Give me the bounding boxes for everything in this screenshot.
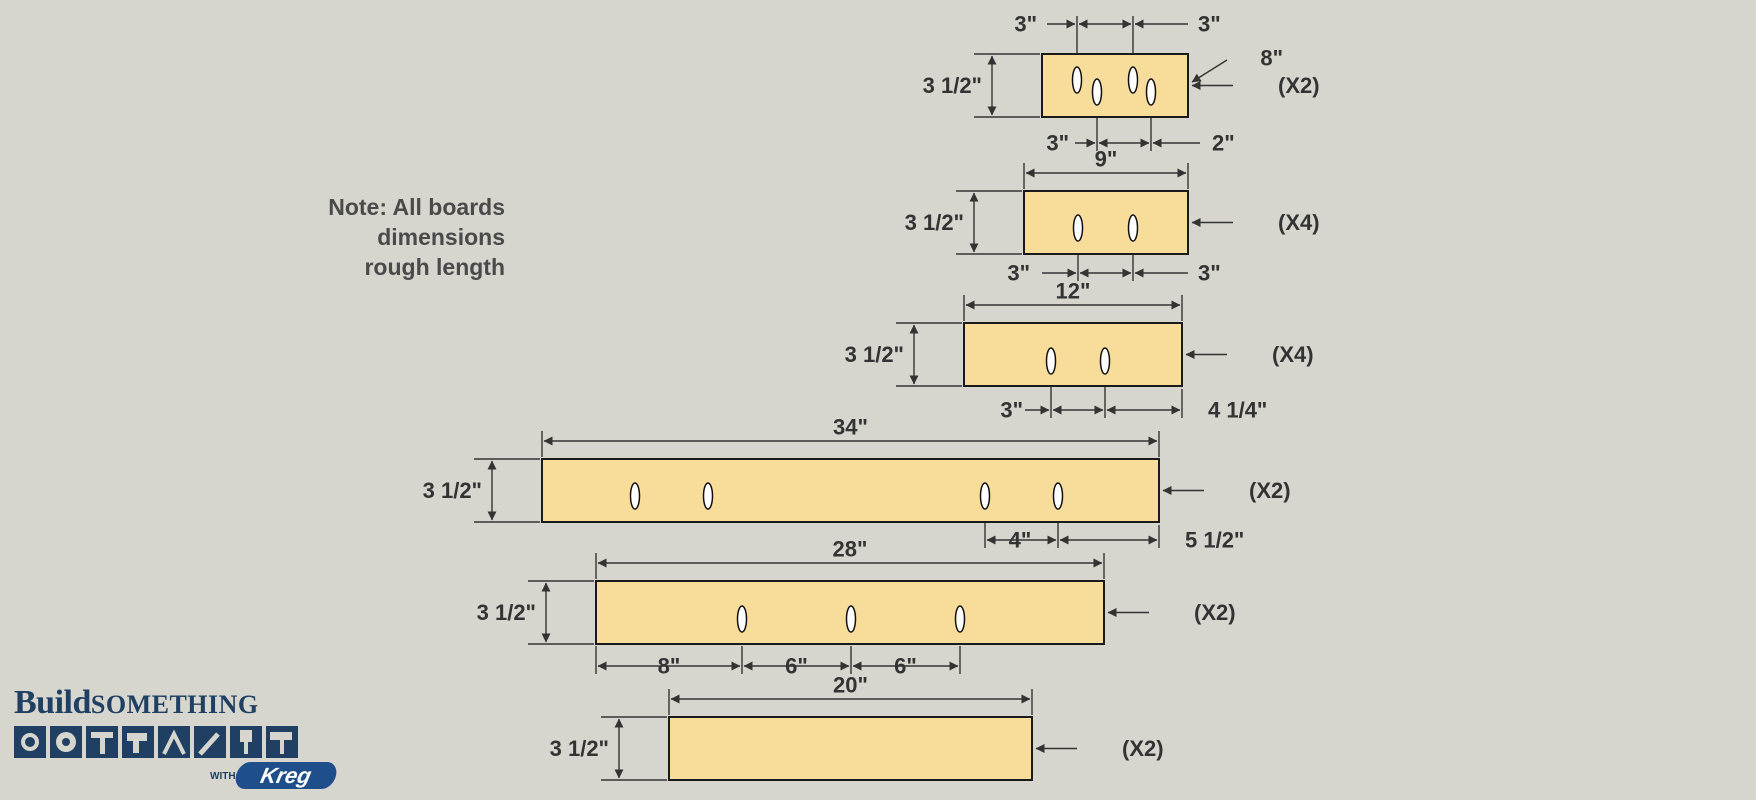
paint-roller-icon (266, 726, 298, 758)
spacing-label: 6" (894, 654, 917, 679)
spacing-label: 3" (1198, 12, 1221, 37)
length-pointer-arrow (1191, 59, 1228, 83)
pocket-hole (1045, 347, 1057, 375)
logo-tool-icons (14, 726, 298, 758)
pocket-hole (1145, 78, 1157, 106)
pocket-hole (1091, 78, 1103, 106)
camera-icon (14, 726, 46, 758)
logo-title: BuildSOMETHING (14, 684, 259, 722)
quantity-label: (X2) (1278, 73, 1320, 98)
height-label: 3 1/2" (550, 736, 609, 761)
height-label: 3 1/2" (923, 73, 982, 98)
logo-build-text: Build (14, 684, 91, 721)
note-line-3: rough length (364, 254, 505, 280)
pocket-hole (954, 605, 966, 633)
spacing-label: 5 1/2" (1185, 528, 1244, 553)
width-label: 12" (1056, 279, 1091, 304)
board-8in-rect (1041, 53, 1189, 118)
pocket-hole (1127, 66, 1139, 94)
spacing-label: 4 1/4" (1208, 398, 1267, 423)
spacing-label: 3" (1007, 261, 1030, 286)
spacing-label: 6" (785, 654, 808, 679)
pocket-hole (1127, 214, 1139, 242)
logo-something-text: SOMETHING (90, 690, 259, 719)
wrench-icon (194, 726, 226, 758)
spacing-label: 3" (1014, 12, 1037, 37)
spacing-label: 3" (1000, 398, 1023, 423)
width-label: 20" (833, 673, 868, 698)
board-12in-rect (963, 322, 1183, 387)
quantity-label: (X2) (1122, 736, 1164, 761)
pocket-hole (629, 482, 641, 510)
height-label: 3 1/2" (477, 600, 536, 625)
spacing-label: 8" (658, 654, 681, 679)
pocket-hole (979, 482, 991, 510)
height-label: 3 1/2" (905, 210, 964, 235)
spacing-label: 3" (1198, 261, 1221, 286)
logo-brand-badge: Kreg (233, 762, 339, 789)
drill-icon (122, 726, 154, 758)
height-label: 3 1/2" (423, 478, 482, 503)
note-text: Note: All boards dimensions rough length (240, 192, 505, 282)
quantity-label: (X2) (1249, 478, 1291, 503)
quantity-label: (X4) (1278, 210, 1320, 235)
board-9in-rect (1023, 190, 1189, 255)
hammer-icon (86, 726, 118, 758)
quantity-label: (X4) (1272, 342, 1314, 367)
logo-with-text: WITH (210, 771, 236, 782)
pocket-hole (845, 605, 857, 633)
pocket-hole (702, 482, 714, 510)
pocket-hole (736, 605, 748, 633)
note-line-1: Note: All boards (328, 194, 505, 220)
spacing-label: 4" (1009, 528, 1032, 553)
board-length-label: 8" (1260, 46, 1283, 71)
pocket-hole (1052, 482, 1064, 510)
width-label: 34" (833, 415, 868, 440)
buildsomething-logo: BuildSOMETHING WITH Kreg (14, 684, 339, 794)
saw-blade-icon (50, 726, 82, 758)
pocket-hole (1071, 66, 1083, 94)
height-label: 3 1/2" (845, 342, 904, 367)
quantity-label: (X2) (1194, 600, 1236, 625)
width-label: 28" (833, 537, 868, 562)
width-label: 9" (1095, 147, 1118, 172)
spacing-label: 2" (1212, 131, 1235, 156)
pocket-hole (1072, 214, 1084, 242)
pliers-icon (158, 726, 190, 758)
paintbrush-icon (230, 726, 262, 758)
board-20in-rect (668, 716, 1033, 781)
pocket-hole (1099, 347, 1111, 375)
note-line-2: dimensions (377, 224, 505, 250)
spacing-label: 3" (1046, 131, 1069, 156)
